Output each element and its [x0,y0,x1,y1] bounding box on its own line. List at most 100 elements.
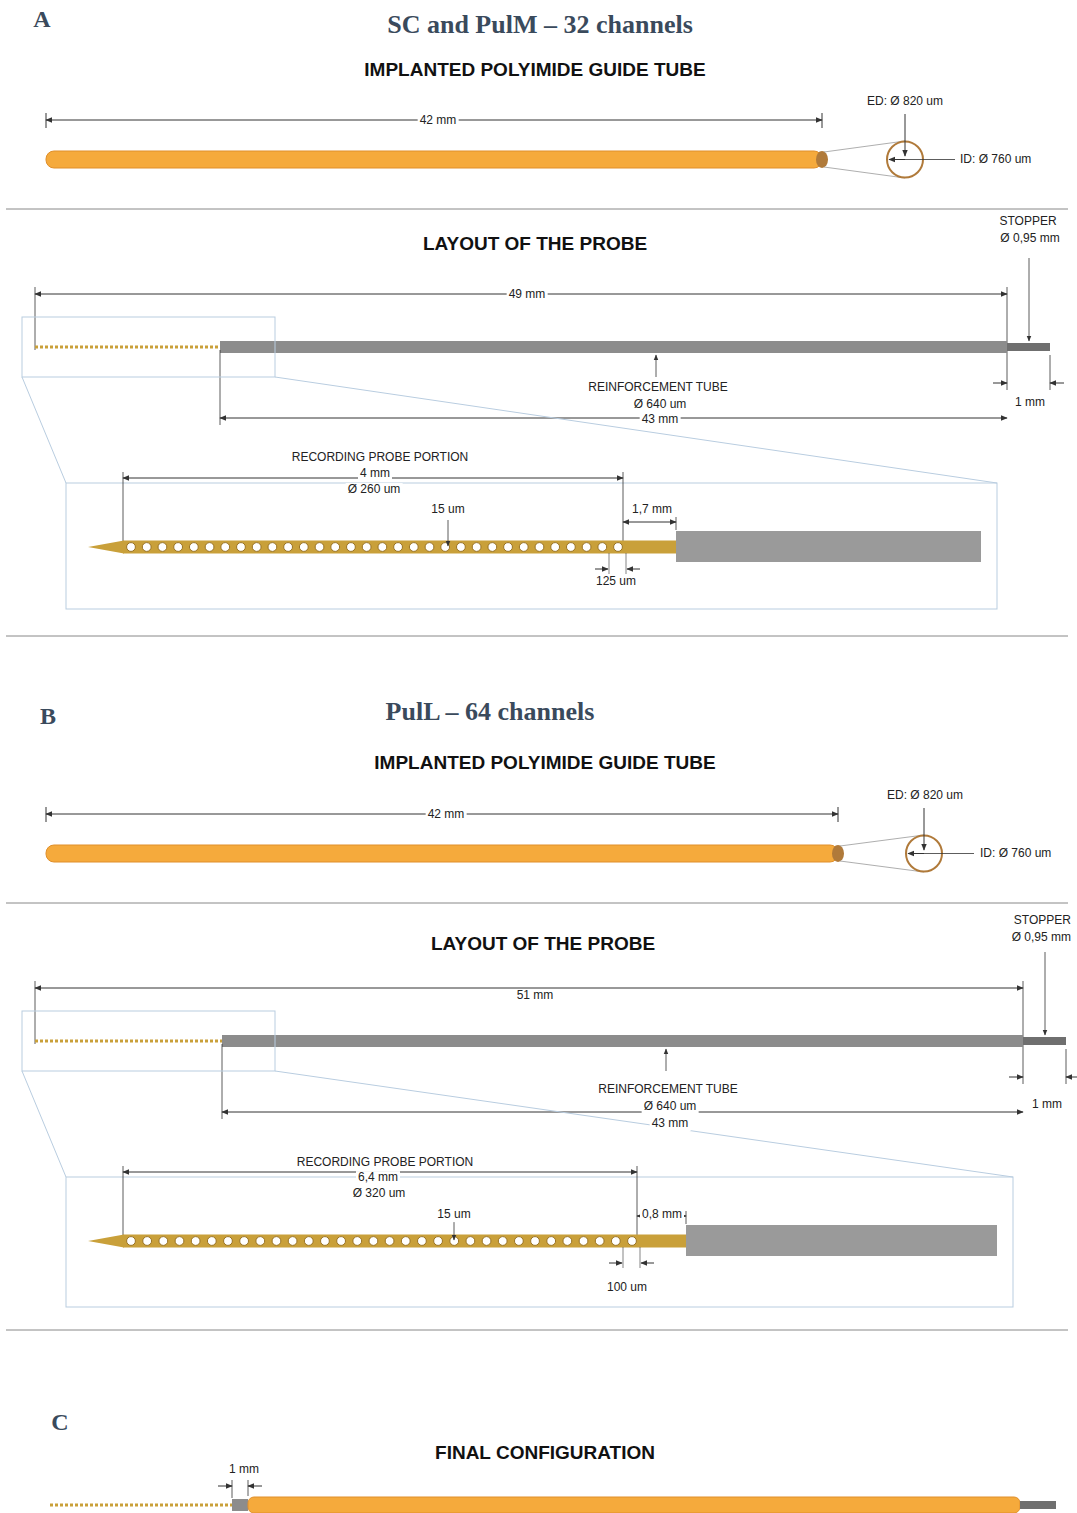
recording-site [425,543,434,552]
dimension-label: RECORDING PROBE PORTION [295,1156,475,1170]
recording-site [331,543,340,552]
dimension-line [905,114,906,156]
recording-site [237,543,246,552]
dimension-label: 15 um [435,1208,472,1222]
dimension-label: Ø 0,95 mm [1010,931,1073,945]
dimension-label: Ø 640 um [642,1100,699,1114]
recording-site [205,543,214,552]
dimension-line [1023,981,1024,1084]
recording-site [127,543,136,552]
dimension-line [248,1480,249,1496]
guide-tube [46,845,838,862]
dimension-line [623,522,676,523]
recording-site [143,1237,152,1246]
separator [6,1330,1068,1331]
guide-tube [248,1497,1020,1513]
separator [6,209,1068,210]
dimension-line [123,472,124,542]
recording-site [385,1237,394,1246]
recording-site [240,1237,249,1246]
dimension-line [623,472,624,542]
zoom-frame [22,317,275,377]
tube-end [816,151,828,168]
probe-shank [35,346,220,349]
dimension-label: ID: Ø 760 um [958,153,1033,167]
dimension-line [1066,1077,1077,1078]
recording-site [224,1237,233,1246]
reinforcement-tube [676,531,981,562]
dimension-line [666,1049,667,1071]
dimension-line [1029,258,1030,341]
recording-site [566,543,575,552]
dimension-line [637,1166,638,1236]
dimension-line [822,113,823,128]
dimension-label: Ø 0,95 mm [998,232,1061,246]
recording-site [207,1237,216,1246]
stopper [1020,1501,1056,1509]
zoom-frame [66,483,997,609]
dimension-label: 51 mm [515,989,556,1003]
recording-site [472,543,481,552]
dimension-label: 100 um [605,1281,649,1295]
separator [6,903,1068,904]
recording-site [369,1237,378,1246]
recording-site [221,543,230,552]
section-heading: LAYOUT OF THE PROBE [421,233,649,255]
panel-title: PulL – 64 channels [384,697,597,727]
dimension-label: Ø 320 um [351,1187,408,1201]
dimension-line [889,159,905,160]
recording-site [284,543,293,552]
recording-site [514,1237,523,1246]
dimension-line [623,1247,624,1268]
recording-probe [123,1235,686,1248]
recording-site [127,1237,136,1246]
dimension-label: 1 mm [227,1463,261,1477]
recording-site [547,1237,556,1246]
dimension-label: Ø 260 um [346,483,403,497]
recording-site [256,1237,265,1246]
dimension-line [993,383,1007,384]
recording-site [595,1237,604,1246]
recording-site [498,1237,507,1246]
dimension-label: 43 mm [640,413,681,427]
recording-site [563,1237,572,1246]
recording-site [252,543,261,552]
dimension-line [35,981,36,1044]
dimension-line [218,1486,232,1487]
reinforcement-tube [220,341,1007,353]
dimension-label: 6,4 mm [356,1171,400,1185]
dimension-line [924,808,925,850]
dimension-line [220,418,1007,419]
zoom-line [275,377,997,483]
recording-site [272,1237,281,1246]
recording-site [434,1237,443,1246]
recording-site [158,543,167,552]
recording-site [394,543,403,552]
dimension-line [640,1247,641,1268]
dimension-label: 0,8 mm [640,1208,684,1222]
dimension-line [838,807,839,822]
dimension-line [609,1263,622,1264]
dimension-line [1050,355,1051,390]
dimension-line [609,553,610,574]
dimension-line [35,287,36,350]
recording-site [504,543,513,552]
recording-site [299,543,308,552]
dimension-line [1066,1049,1067,1084]
dimension-label: REINFORCEMENT TUBE [586,381,730,395]
recording-site [409,543,418,552]
reinforcement-tube [222,1035,1023,1047]
dimension-label: 1 mm [1013,396,1047,410]
dimension-line [905,159,955,160]
recording-site [614,543,623,552]
dimension-label: STOPPER [997,215,1058,229]
recording-site [466,1237,475,1246]
recording-site [535,543,544,552]
dimension-line [1007,287,1008,390]
recording-site [457,543,466,552]
recording-site [321,1237,330,1246]
tube-end [832,845,844,862]
reinforcement-tube [686,1225,997,1256]
recording-site [142,543,151,552]
recording-site [175,1237,184,1246]
